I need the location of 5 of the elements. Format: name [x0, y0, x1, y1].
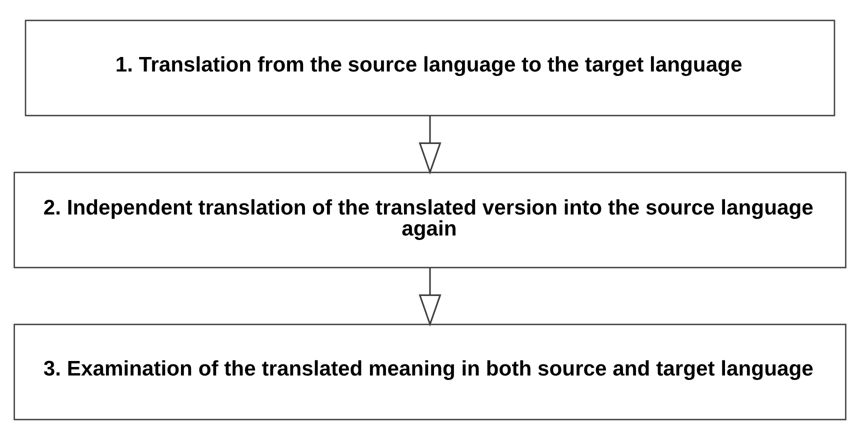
arrow: [418, 115, 441, 174]
node-box: 1. Translation from the source language to the target language: [24, 19, 835, 116]
arrow: [418, 267, 441, 326]
node-box: 3. Examination of the translated meaning in both source and target language: [13, 323, 846, 420]
node-box: 2. Independent translation of the translated version into the source language again: [13, 171, 846, 268]
